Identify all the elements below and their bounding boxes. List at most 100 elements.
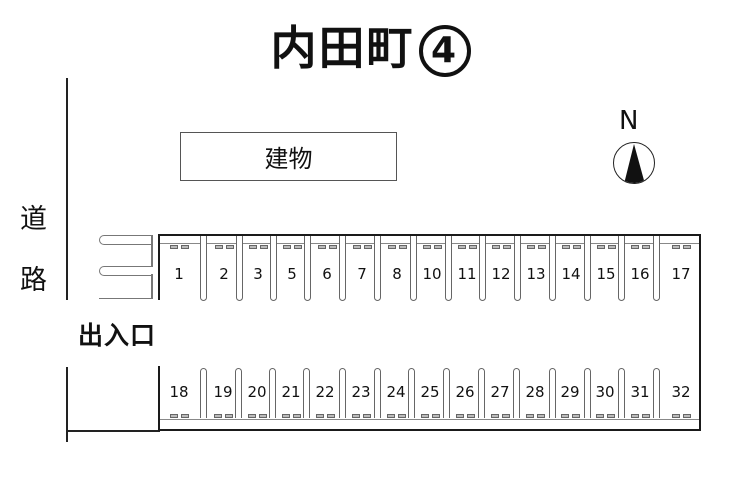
spot-divider bbox=[374, 368, 381, 418]
wheel-stop-icon bbox=[170, 245, 189, 249]
spot-number: 8 bbox=[392, 265, 402, 283]
spot-number: 19 bbox=[213, 383, 233, 401]
spot-number: 15 bbox=[596, 265, 616, 283]
wheel-stop-icon bbox=[672, 245, 691, 249]
bicycle-rack-base bbox=[99, 298, 152, 300]
spot-number: 22 bbox=[315, 383, 335, 401]
wheel-stop-icon bbox=[596, 414, 615, 418]
spot-number: 23 bbox=[351, 383, 371, 401]
spot-number: 3 bbox=[253, 265, 263, 283]
spot-number: 5 bbox=[287, 265, 297, 283]
spot-divider bbox=[513, 368, 520, 418]
spot-divider bbox=[653, 368, 660, 418]
wheel-stop-icon bbox=[597, 245, 616, 249]
north-arrow-icon bbox=[613, 142, 655, 184]
wheel-stop-icon bbox=[249, 245, 268, 249]
spot-divider bbox=[269, 368, 276, 418]
spot-divider bbox=[443, 368, 450, 418]
spot-divider bbox=[584, 236, 591, 301]
wheel-stop-icon bbox=[248, 414, 267, 418]
spot-divider bbox=[304, 236, 311, 301]
wheel-stop-icon bbox=[388, 245, 407, 249]
spot-divider bbox=[235, 368, 242, 418]
spot-divider bbox=[410, 236, 417, 301]
spot-number: 2 bbox=[219, 265, 229, 283]
wheel-stop-icon bbox=[283, 245, 302, 249]
spot-divider bbox=[549, 236, 556, 301]
wheel-stop-icon bbox=[458, 245, 477, 249]
building-label: 建物 bbox=[264, 145, 313, 173]
wheel-stop-icon bbox=[562, 245, 581, 249]
bottom-row-rail bbox=[160, 419, 699, 420]
wheel-stop-icon bbox=[561, 414, 580, 418]
spot-divider bbox=[374, 236, 381, 301]
wheel-stop-icon bbox=[215, 245, 234, 249]
wheel-stop-icon bbox=[423, 245, 442, 249]
spot-divider bbox=[339, 368, 346, 418]
spot-divider bbox=[618, 368, 625, 418]
spot-number: 7 bbox=[357, 265, 367, 283]
road-edge-line-lower bbox=[66, 367, 68, 442]
spot-divider bbox=[549, 368, 556, 418]
road-label-bottom: 路 bbox=[20, 265, 47, 296]
spot-number: 12 bbox=[491, 265, 511, 283]
spot-divider bbox=[270, 236, 277, 301]
road-edge-line-upper bbox=[66, 78, 68, 300]
spot-number: 27 bbox=[490, 383, 510, 401]
wheel-stop-icon bbox=[421, 414, 440, 418]
wheel-stop-icon bbox=[214, 414, 233, 418]
spot-number: 28 bbox=[525, 383, 545, 401]
wheel-stop-icon bbox=[353, 245, 372, 249]
entrance-label: 出入口 bbox=[78, 321, 157, 350]
spot-number: 1 bbox=[174, 265, 184, 283]
road-label-top: 道 bbox=[20, 204, 47, 235]
north-label: N bbox=[619, 106, 639, 136]
wheel-stop-icon bbox=[316, 414, 335, 418]
bicycle-rack-divider bbox=[151, 274, 153, 299]
title-number-circled: 4 bbox=[418, 25, 471, 77]
bicycle-rack-icon bbox=[99, 266, 151, 276]
spot-number: 21 bbox=[281, 383, 301, 401]
lot-bottom-extension-line bbox=[66, 430, 160, 432]
spot-divider bbox=[479, 236, 486, 301]
wheel-stop-icon bbox=[672, 414, 691, 418]
wheel-stop-icon bbox=[492, 245, 511, 249]
building: 建物 bbox=[180, 132, 397, 181]
spot-number: 6 bbox=[322, 265, 332, 283]
spot-number: 26 bbox=[455, 383, 475, 401]
wheel-stop-icon bbox=[527, 245, 546, 249]
compass-arrow-svg bbox=[624, 144, 645, 183]
spot-divider bbox=[200, 368, 207, 418]
wheel-stop-icon bbox=[491, 414, 510, 418]
wheel-stop-icon bbox=[456, 414, 475, 418]
title-text: 内田町 bbox=[270, 21, 415, 75]
spot-divider bbox=[653, 236, 660, 301]
wheel-stop-icon bbox=[387, 414, 406, 418]
spot-divider bbox=[478, 368, 485, 418]
spot-number: 11 bbox=[457, 265, 477, 283]
spot-number: 20 bbox=[247, 383, 267, 401]
spot-divider bbox=[303, 368, 310, 418]
spot-number: 10 bbox=[422, 265, 442, 283]
top-row-rail bbox=[160, 243, 699, 244]
wheel-stop-icon bbox=[526, 414, 545, 418]
bicycle-rack-divider bbox=[151, 235, 153, 267]
spot-number: 29 bbox=[560, 383, 580, 401]
spot-number: 14 bbox=[561, 265, 581, 283]
spot-divider bbox=[408, 368, 415, 418]
spot-number: 31 bbox=[630, 383, 650, 401]
wheel-stop-icon bbox=[631, 414, 650, 418]
bicycle-rack-icon bbox=[99, 235, 151, 245]
spot-divider bbox=[339, 236, 346, 301]
spot-divider bbox=[584, 368, 591, 418]
spot-number: 16 bbox=[630, 265, 650, 283]
entrance-gap bbox=[157, 300, 161, 366]
wheel-stop-icon bbox=[282, 414, 301, 418]
spot-number: 30 bbox=[595, 383, 615, 401]
spot-number: 24 bbox=[386, 383, 406, 401]
wheel-stop-icon bbox=[318, 245, 337, 249]
spot-number: 17 bbox=[671, 265, 691, 283]
spot-number: 25 bbox=[420, 383, 440, 401]
wheel-stop-icon bbox=[170, 414, 189, 418]
